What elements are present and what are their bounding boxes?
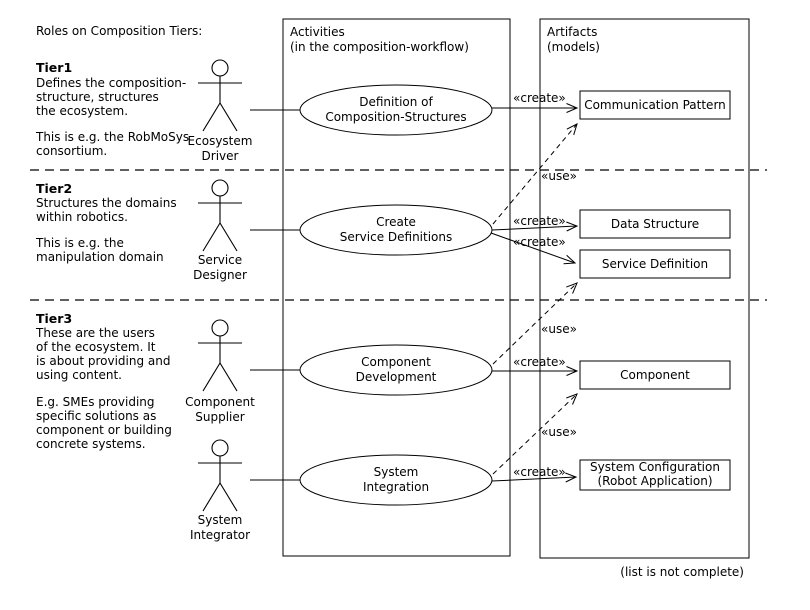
tier1-desc-line: This is e.g. the RobMoSys (35, 130, 189, 144)
ecosystem-driver-actor-icon (197, 59, 243, 132)
tier3-desc-line: E.g. SMEs providing (36, 395, 155, 409)
tier1-desc-line: the ecosystem. (36, 104, 128, 118)
tier3-desc-line: using content. (36, 368, 122, 382)
artifact-component (579, 360, 731, 390)
ecosystem-driver-label: Ecosystem (188, 134, 253, 148)
create-arrow-service-to-data-structure (491, 221, 579, 232)
usecase-definition-of-composition-structures (299, 84, 493, 136)
usecase-label: Create (376, 215, 416, 229)
create-stereotype-label: «create» (513, 355, 566, 369)
usecase-label: Composition-Structures (325, 110, 466, 124)
usecase-label: Service Definitions (340, 230, 453, 244)
tier3-desc-line: component or building (36, 423, 172, 437)
artifact-communication-pattern (579, 90, 731, 120)
activities-box-subtitle: (in the composition-workflow) (290, 40, 469, 54)
usecase-label: Component (361, 355, 431, 369)
use-arrow-compdev-to-service-definition (492, 282, 578, 365)
tier3-desc-line: These are the users (35, 326, 155, 340)
tier1-heading: Tier1 (36, 60, 72, 75)
usecase-component-development (299, 344, 493, 396)
tier2-desc-line: This is e.g. the (35, 236, 124, 250)
artifact-system-configuration (579, 459, 731, 491)
system-integrator-label: System (198, 513, 243, 527)
ecosystem-driver-label: Driver (202, 149, 239, 163)
create-stereotype-label: «create» (513, 235, 566, 249)
tier1-desc-line: consortium. (36, 144, 107, 158)
create-stereotype-label: «create» (513, 465, 566, 479)
system-integrator-label: Integrator (190, 528, 250, 542)
footnote: (list is not complete) (620, 565, 744, 579)
service-designer-label: Designer (193, 268, 247, 282)
artifact-label: System Configuration (590, 460, 720, 474)
tier3-desc-line: is about providing and (36, 354, 170, 368)
tier3-desc-line: concrete systems. (36, 437, 146, 451)
create-stereotype-label: «create» (513, 91, 566, 105)
artifacts-box-subtitle: (models) (547, 40, 600, 54)
usecase-label: Definition of (359, 95, 433, 109)
usecase-label: Integration (363, 480, 429, 494)
component-supplier-label: Supplier (195, 410, 245, 424)
component-supplier-label: Component (185, 395, 255, 409)
artifact-label: Data Structure (611, 217, 699, 231)
system-integrator-actor-icon (197, 439, 243, 512)
artifact-service-definition (579, 249, 731, 279)
activities-box-title: Activities (290, 25, 345, 39)
tier3-desc-line: of the ecosystem. It (36, 340, 156, 354)
tier3-desc-line: specific solutions as (36, 409, 156, 423)
create-arrow-sysint-to-sysconfig (491, 472, 578, 483)
usecase-label: System (374, 465, 419, 479)
use-stereotype-label: «use» (541, 425, 577, 439)
usecase-label: Development (356, 370, 437, 384)
tier3-heading: Tier3 (36, 311, 72, 326)
use-stereotype-label: «use» (541, 169, 577, 183)
create-stereotype-label: «create» (513, 214, 566, 228)
tier2-heading: Tier2 (36, 181, 72, 196)
tier2-desc-line: within robotics. (36, 210, 128, 224)
artifact-label: Component (620, 368, 690, 382)
use-arrow-service-to-comm-pattern (492, 123, 578, 225)
tier1-desc-line: structure, structures (36, 90, 159, 104)
artifact-label: Service Definition (602, 257, 708, 271)
tier1-desc-line: Defines the composition- (36, 76, 186, 90)
service-designer-label: Service (198, 253, 242, 267)
usecase-system-integration (299, 454, 493, 506)
artifact-label: (Robot Application) (597, 474, 712, 488)
service-designer-actor-icon (197, 179, 243, 252)
create-arrow-service-to-service-definition (490, 232, 577, 265)
artifact-label: Communication Pattern (584, 98, 726, 112)
component-supplier-actor-icon (197, 319, 243, 392)
artifact-data-structure (579, 209, 731, 239)
tier2-desc-line: Structures the domains (36, 196, 177, 210)
use-arrow-sysint-to-component (492, 393, 578, 475)
artifacts-box-title: Artifacts (547, 25, 597, 39)
use-stereotype-label: «use» (541, 322, 577, 336)
tier2-desc-line: manipulation domain (36, 250, 164, 264)
page-title: Roles on Composition Tiers: (36, 24, 202, 38)
